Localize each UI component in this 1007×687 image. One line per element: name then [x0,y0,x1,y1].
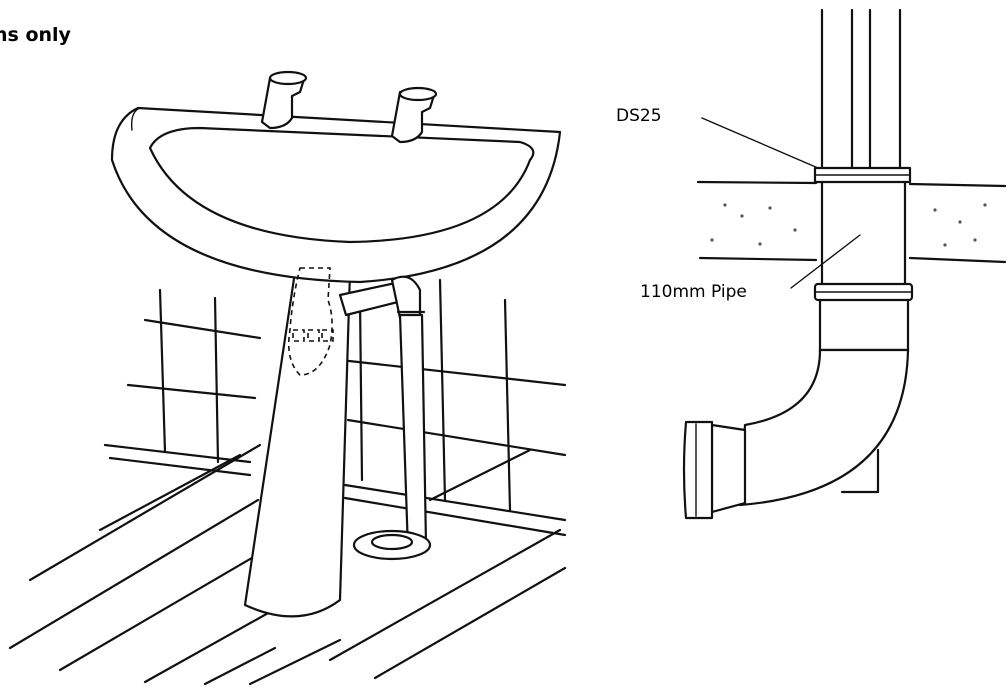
callout-110mm-pipe: 110mm Pipe [640,282,747,302]
callout-ds25: DS25 [616,106,662,126]
basin-taps [260,70,438,144]
wall-tiles [126,278,567,512]
floor-slab [696,180,1007,264]
soil-pipe-drawing [682,8,1007,520]
skirting [103,443,567,537]
section-heading: ns only [0,24,71,46]
pipe-spigot [682,420,747,520]
floor-boards [8,443,567,686]
pipe-socket [813,282,914,354]
leader-lines [701,117,861,289]
concealed-trap [287,267,334,376]
pipe-body [820,180,907,292]
stack-pipe [820,8,902,174]
pedestal-basin-drawing [8,70,567,686]
pedestal [243,270,352,618]
waste-pipe [338,275,432,561]
ds25-collar [813,166,912,184]
pipe-bend [738,348,910,507]
basin [110,106,562,284]
